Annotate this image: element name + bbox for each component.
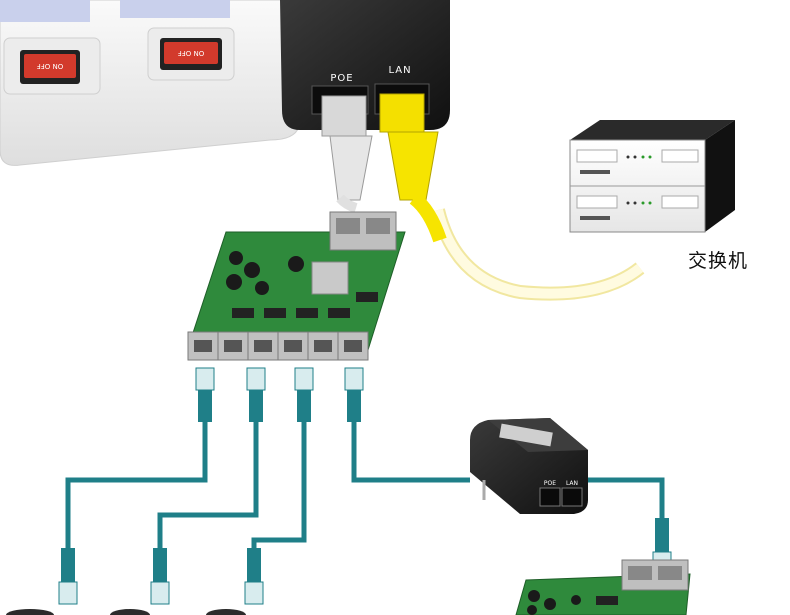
outlet-switch-text-2: ON OFF — [178, 49, 205, 57]
small-lan-port-label: LAN — [566, 480, 578, 487]
teal-cables — [65, 420, 665, 550]
yellow-lan-cable — [379, 93, 645, 301]
switch-caption: 交换机 — [688, 250, 749, 272]
pcb-board-icon — [187, 211, 406, 361]
outlet-switch-text-1: ON OFF — [37, 62, 64, 70]
rj45-plug-bottom — [6, 518, 672, 615]
poe-port-label: POE — [330, 73, 353, 84]
rj45-plug-icon — [195, 367, 364, 422]
poe-injector-icon: POE LAN — [470, 418, 588, 514]
pcb-board-small — [515, 559, 691, 615]
small-poe-port-label: POE — [544, 480, 556, 487]
power-strip-icon: ON OFF ON OFF — [0, 0, 301, 166]
lan-port-label: LAN — [388, 65, 411, 76]
network-switch-icon — [569, 120, 735, 233]
gray-poe-cable — [321, 95, 373, 213]
